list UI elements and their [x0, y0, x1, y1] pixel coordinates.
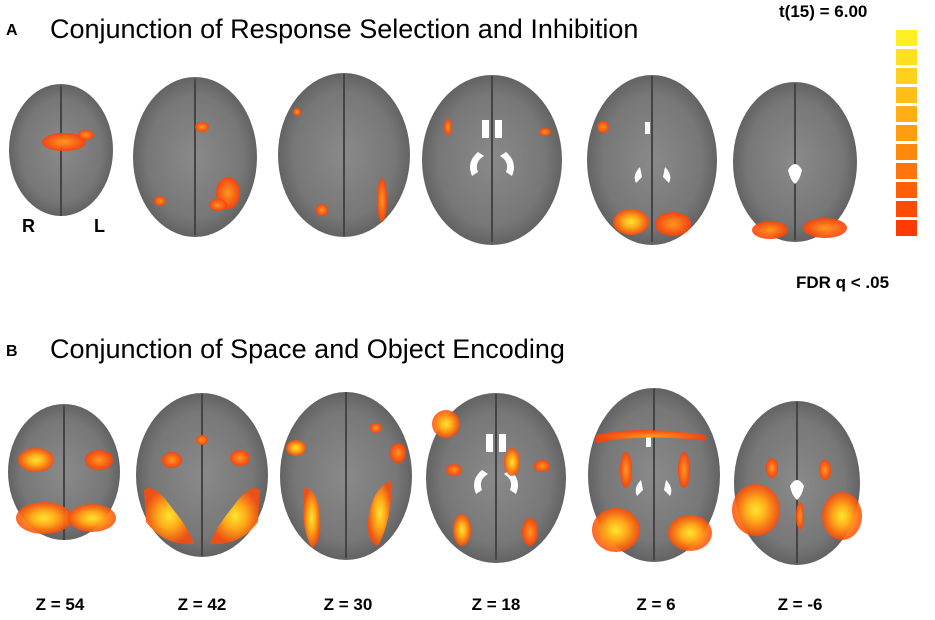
color-scale-swatch	[896, 49, 917, 65]
color-scale-swatch	[896, 68, 917, 84]
color-scale-swatch	[896, 106, 917, 122]
z-label-slice-3: Z = 30	[323, 595, 373, 614]
scale-min-label: FDR q < .05	[796, 273, 890, 292]
slice-a-z30	[278, 73, 410, 237]
slice-b-z18	[426, 393, 566, 563]
z-label-slice-5: Z = 6	[636, 595, 676, 614]
color-scale-bar	[896, 30, 918, 239]
orientation-right-label: R	[22, 216, 35, 236]
slice-b-z54	[8, 404, 120, 540]
color-scale-swatch	[896, 163, 917, 179]
slice-b-z6	[588, 388, 720, 562]
orientation-left-label: L	[94, 216, 105, 236]
slice-a-z42	[133, 77, 257, 237]
panel-b-letter: B	[6, 343, 18, 360]
z-label-slice-6: Z = -6	[777, 595, 823, 614]
color-scale-swatch	[896, 30, 917, 46]
z-label-slice-1: Z = 54	[35, 595, 85, 614]
color-scale-swatch	[896, 201, 917, 217]
slice-a-z6	[587, 75, 717, 245]
color-scale-swatch	[896, 182, 917, 198]
z-label-slice-4: Z = 18	[471, 595, 521, 614]
panel-b-title: Conjunction of Space and Object Encoding	[50, 334, 565, 364]
color-scale-swatch	[896, 144, 917, 160]
z-label-slice-2: Z = 42	[177, 595, 227, 614]
scale-max-label: t(15) = 6.00	[779, 2, 868, 21]
slice-b-zm6	[732, 401, 862, 565]
panel-a-title: Conjunction of Response Selection and In…	[50, 14, 639, 44]
color-scale-swatch	[896, 220, 917, 236]
slice-a-z54	[9, 84, 113, 216]
slice-b-z42	[136, 393, 268, 557]
slice-a-z18	[422, 75, 562, 245]
slice-b-z30	[280, 392, 412, 560]
slice-a-zm6	[733, 82, 857, 242]
color-scale-swatch	[896, 125, 917, 141]
color-scale-swatch	[896, 87, 917, 103]
panel-a-letter: A	[6, 22, 18, 39]
